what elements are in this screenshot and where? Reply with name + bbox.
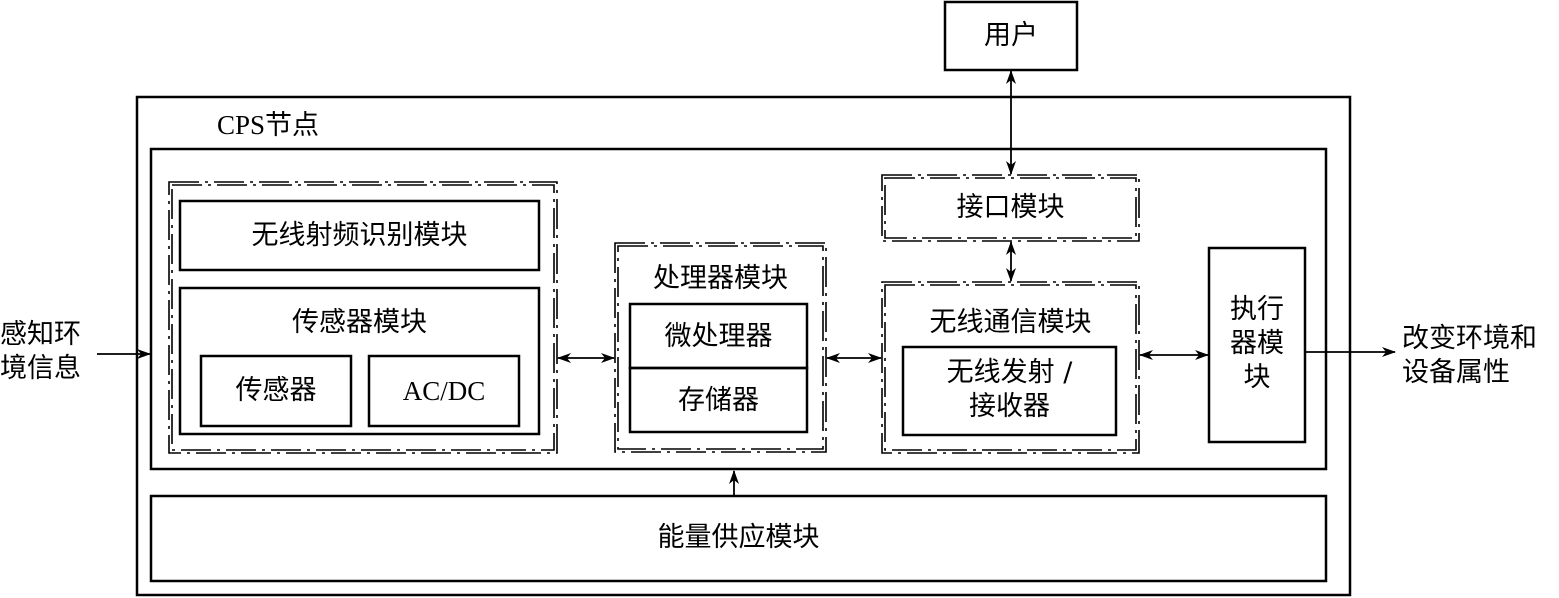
interface-module-label: 接口模块 <box>956 192 1065 223</box>
rfid-module-box <box>178 199 541 272</box>
processor-module-label: 处理器模块 <box>653 263 788 294</box>
processor-group-box <box>614 242 827 453</box>
power-module-label: 能量供应模块 <box>657 522 820 553</box>
wireless-txrx-label: 无线发射 / 接收器 <box>946 357 1073 422</box>
actuator-module-box <box>1207 246 1307 444</box>
rfid-module-label: 无线射频识别模块 <box>251 220 468 251</box>
acdc-box <box>367 354 521 428</box>
cps-node-box <box>135 95 1352 597</box>
memory-label: 存储器 <box>678 385 759 416</box>
actuator-module-label: 执行 器模 块 <box>1230 294 1284 393</box>
sensing-group-box <box>168 181 558 454</box>
user-label: 用户 <box>984 20 1038 51</box>
output-label: 改变环境和 设备属性 <box>1402 323 1537 388</box>
wireless-txrx-box <box>901 345 1118 437</box>
microprocessor-label: 微处理器 <box>664 321 773 352</box>
sensor-label: 传感器 <box>235 375 317 406</box>
power-module-box <box>149 494 1328 583</box>
sensor-box <box>199 354 353 428</box>
sensor-module-label: 传感器模块 <box>292 307 427 338</box>
wireless-comm-group-box <box>881 281 1140 454</box>
sensor-module-box <box>178 286 541 436</box>
inner-main-box <box>149 147 1328 471</box>
cps-node-label: CPS节点 <box>217 110 320 140</box>
memory-box <box>628 366 809 434</box>
input-label: 感知环 境信息 <box>0 319 81 384</box>
acdc-label: AC/DC <box>402 376 486 406</box>
wireless-comm-module-label: 无线通信模块 <box>929 307 1092 338</box>
